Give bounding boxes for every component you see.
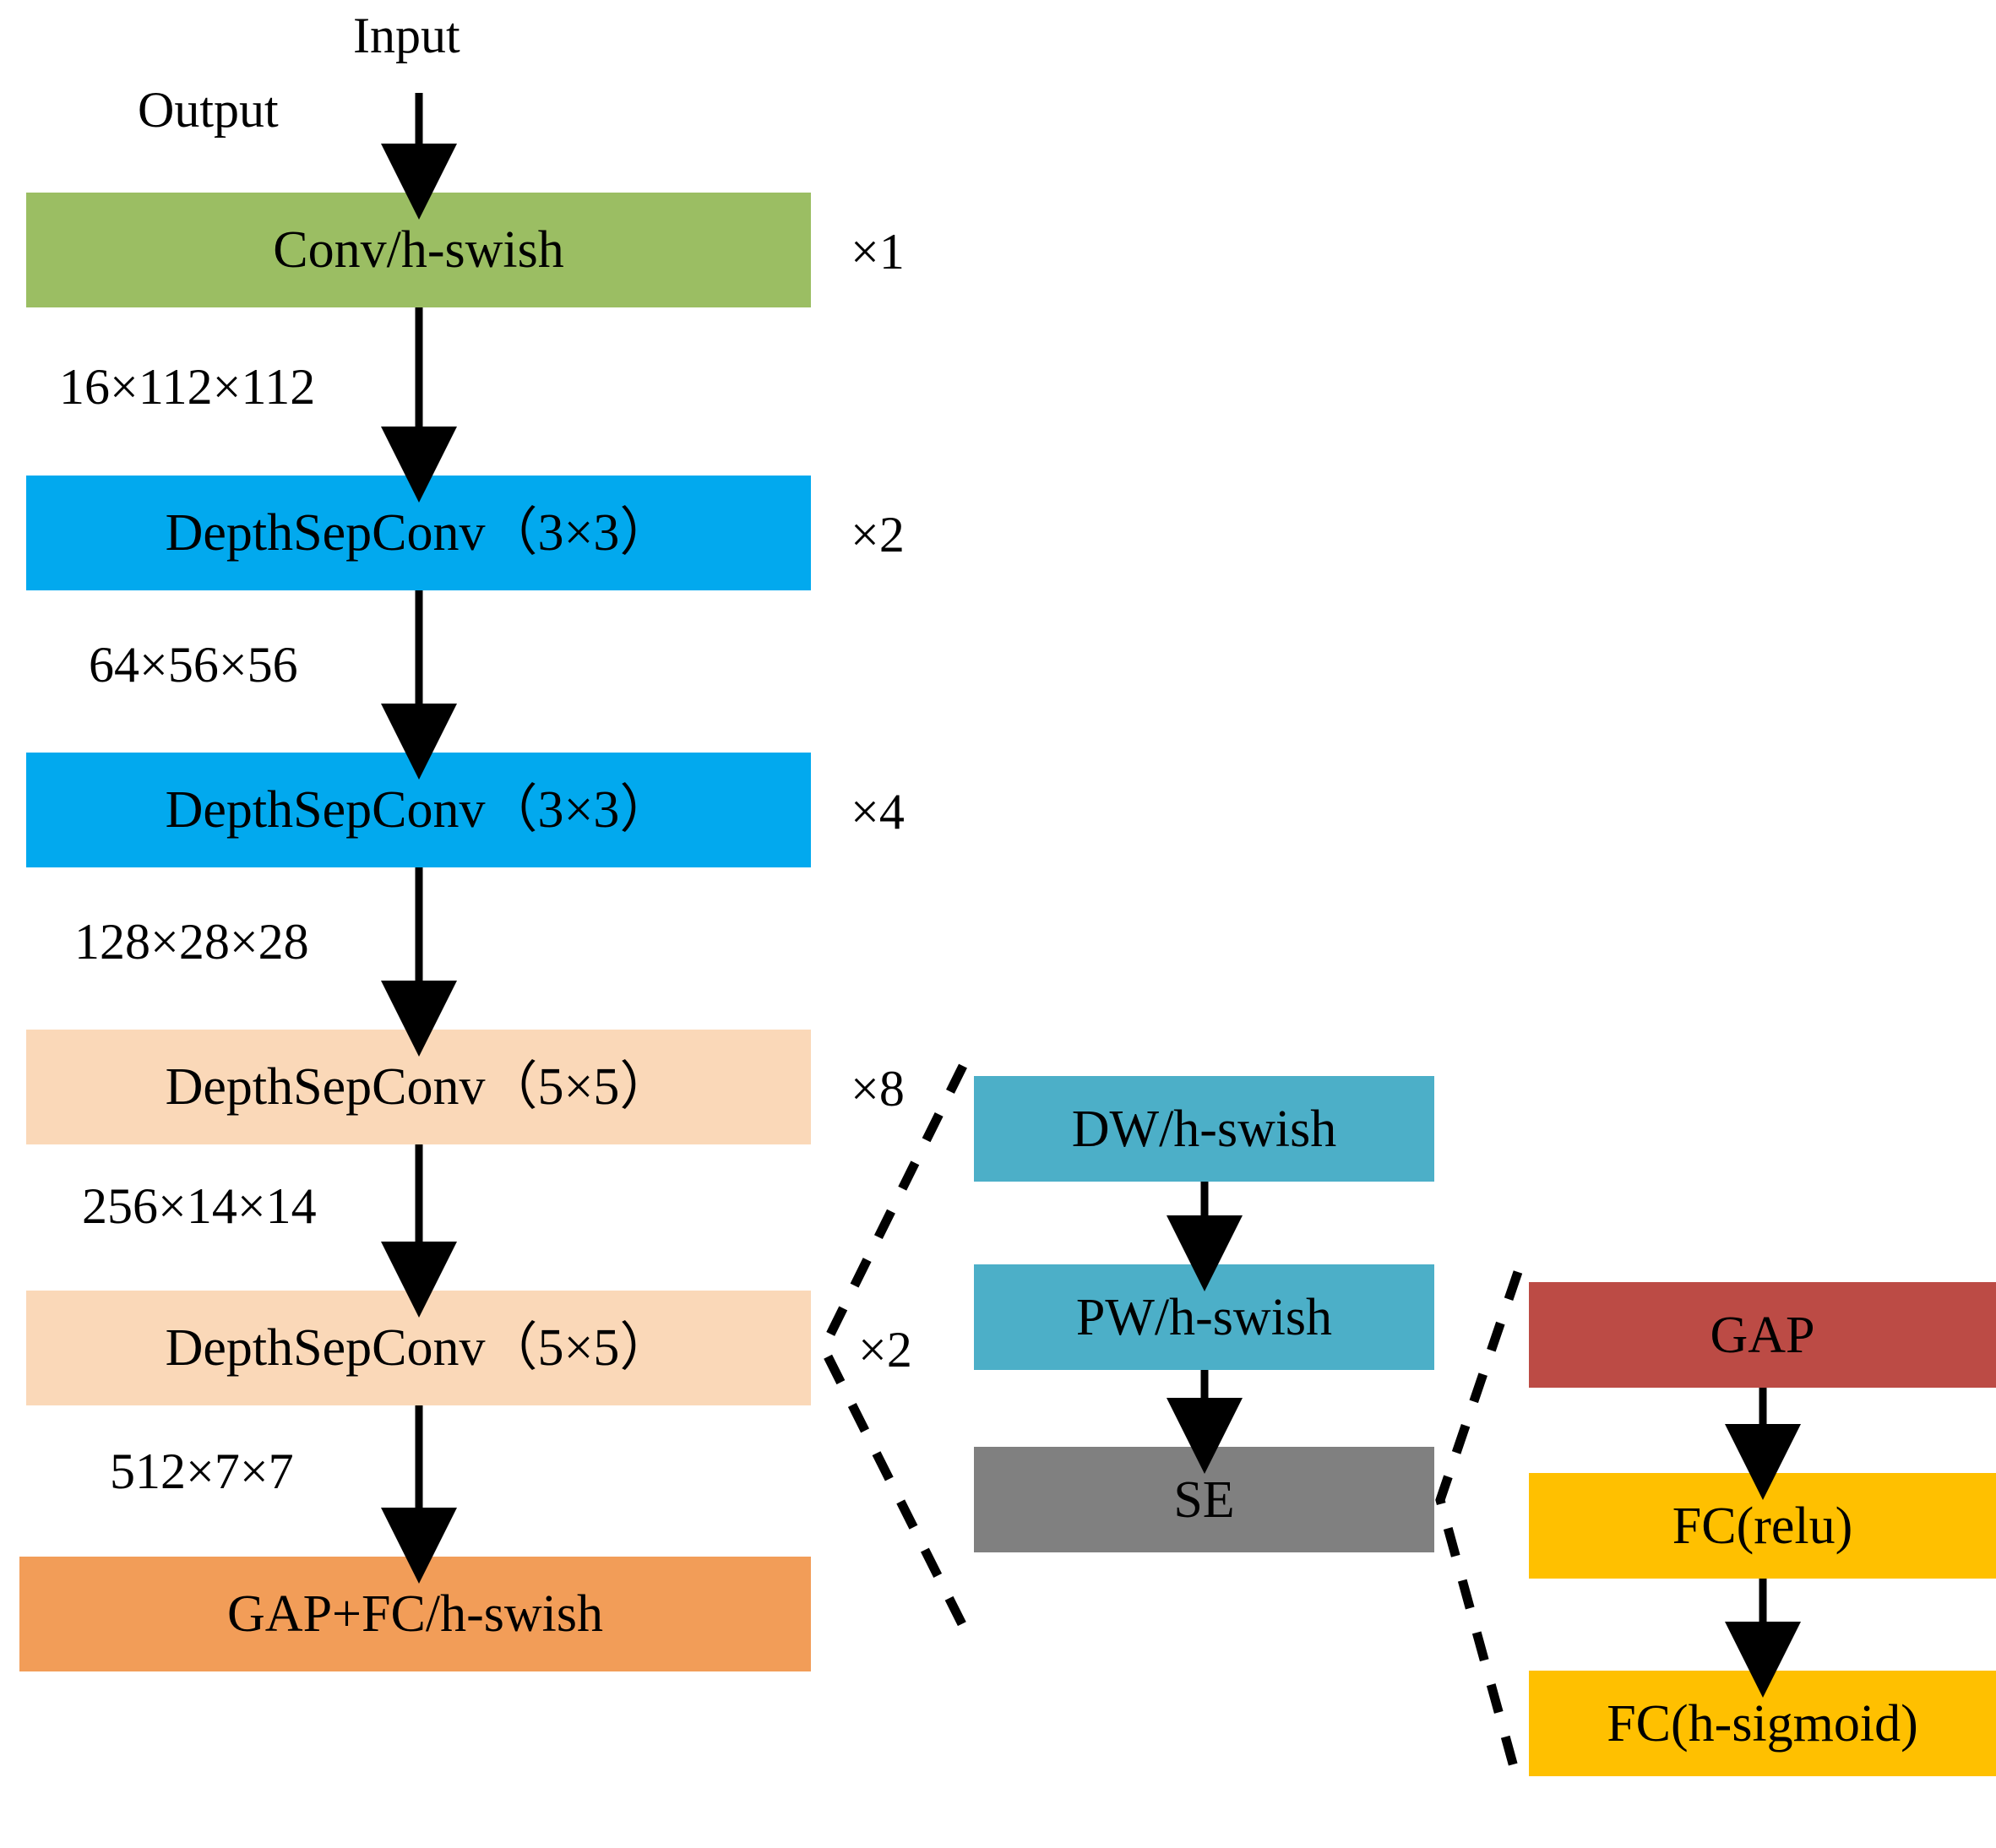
block-gap-fc-label: GAP+FC/h-swish	[227, 1585, 603, 1643]
block-pw[interactable]: PW/h-swish	[974, 1264, 1434, 1370]
block-dw[interactable]: DW/h-swish	[974, 1076, 1434, 1182]
input-label: Input	[353, 8, 460, 63]
block-fc-relu[interactable]: FC(relu)	[1529, 1473, 1996, 1579]
block-fc-hsigmoid-label: FC(h-sigmoid)	[1607, 1694, 1918, 1753]
repeat-badge-dsc5x5-a: ×8	[851, 1061, 905, 1117]
block-dsc3x3-b-label: DepthSepConv（3×3）	[165, 781, 672, 839]
repeat-badge-dsc5x5-b: ×2	[858, 1322, 912, 1378]
block-gap-label: GAP	[1710, 1306, 1815, 1364]
block-dsc5x5-a[interactable]: DepthSepConv（5×5）	[26, 1030, 811, 1144]
block-fc-hsigmoid[interactable]: FC(h-sigmoid)	[1529, 1671, 1996, 1776]
block-conv[interactable]: Conv/h-swish	[26, 193, 811, 307]
block-dsc5x5-a-label: DepthSepConv（5×5）	[165, 1058, 672, 1116]
block-gap-fc[interactable]: GAP+FC/h-swish	[19, 1557, 811, 1671]
repeat-badge-conv: ×1	[851, 224, 905, 280]
edge-label-16x112x112: 16×112×112	[59, 359, 316, 415]
block-pw-label: PW/h-swish	[1075, 1288, 1333, 1346]
block-dw-label: DW/h-swish	[1071, 1100, 1337, 1158]
block-gap[interactable]: GAP	[1529, 1282, 1996, 1388]
block-se-label: SE	[1173, 1470, 1235, 1529]
output-label: Output	[138, 82, 279, 138]
block-conv-label: Conv/h-swish	[273, 221, 564, 279]
block-dsc3x3-a-label: DepthSepConv（3×3）	[165, 504, 672, 562]
block-dsc5x5-b[interactable]: DepthSepConv（5×5）	[26, 1291, 811, 1405]
dashed-bracket-se-to-fcblock	[1435, 1270, 1523, 1784]
repeat-badge-dsc3x3-b: ×4	[851, 784, 905, 840]
block-se[interactable]: SE	[974, 1447, 1434, 1552]
block-fc-relu-label: FC(relu)	[1672, 1497, 1853, 1555]
block-dsc3x3-b[interactable]: DepthSepConv（3×3）	[26, 753, 811, 867]
block-dsc3x3-a[interactable]: DepthSepConv（3×3）	[26, 476, 811, 590]
block-dsc5x5-b-label: DepthSepConv（5×5）	[165, 1319, 672, 1377]
edge-label-512x7x7: 512×7×7	[110, 1443, 294, 1499]
repeat-badge-dsc3x3-a: ×2	[851, 507, 905, 563]
edge-label-256x14x14: 256×14×14	[82, 1178, 317, 1234]
edge-label-128x28x28: 128×28×28	[74, 914, 309, 970]
edge-label-64x56x56: 64×56×56	[89, 637, 298, 693]
